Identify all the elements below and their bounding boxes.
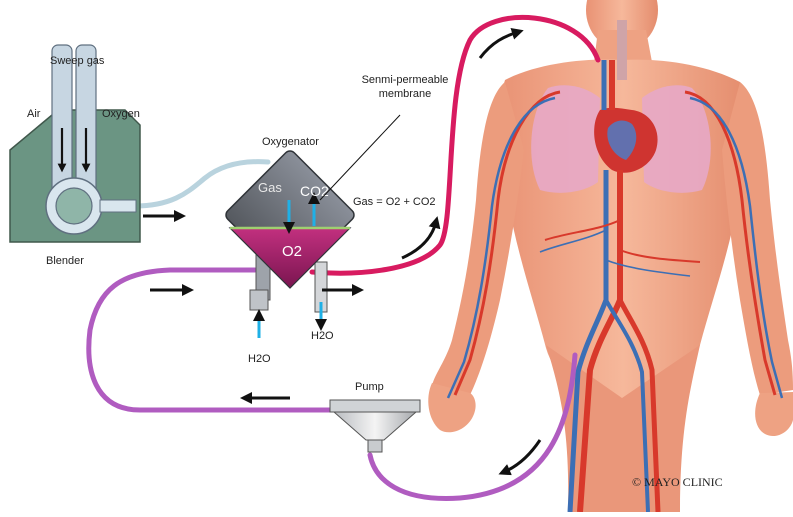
gas-formula-label: Gas = O2 + CO2	[353, 196, 436, 208]
blender-label: Blender	[46, 255, 84, 267]
pump-top	[329, 399, 421, 413]
oxygenator-device: Gas CO2 O2	[225, 150, 355, 313]
oxygen-label: Oxygen	[102, 108, 140, 120]
pump-to-oxygenator-tube	[86, 267, 335, 413]
drainage-curve-arrow	[498, 439, 542, 476]
right-arm-vein	[446, 96, 556, 399]
right-hand	[428, 383, 476, 433]
gas-blender	[9, 44, 141, 243]
trachea	[617, 20, 627, 80]
right-lung	[531, 85, 600, 193]
oxygenator-label: Oxygenator	[262, 136, 319, 148]
mixing-chamber-inner	[55, 187, 93, 225]
abdominal-veins	[539, 229, 691, 277]
membrane-label-line1: Senmi-permeable	[361, 74, 449, 86]
water-in-label: H2O	[248, 353, 271, 365]
return-curve-arrow	[401, 216, 441, 260]
sweep-gas-label: Sweep gas	[50, 55, 105, 67]
left-arm	[722, 82, 793, 395]
oxygenated-return-tube	[309, 14, 601, 276]
o2-label: O2	[282, 243, 302, 260]
top-curve-arrow	[478, 28, 524, 59]
human-body	[428, 0, 793, 513]
abdominal-arteries	[544, 219, 701, 263]
water-inlet-cap	[249, 289, 269, 311]
venous-drainage-tube	[367, 352, 578, 501]
blender-outlet	[99, 199, 137, 213]
water-out-label: H2O	[311, 330, 334, 342]
gas-label: Gas	[258, 180, 282, 195]
left-lung	[642, 85, 711, 193]
left-iliac-vein	[604, 299, 650, 513]
centrifugal-pump	[329, 399, 421, 453]
left-hand	[755, 392, 793, 437]
left-arm-vein	[689, 96, 784, 399]
right-iliac-artery	[617, 298, 661, 513]
air-label: Air	[27, 108, 41, 120]
copyright-notice: © MAYO CLINIC	[632, 475, 723, 489]
pump-body	[332, 411, 418, 441]
membrane-label-line2: membrane	[378, 88, 432, 100]
pump-inlet	[367, 439, 383, 453]
membrane-pointer-line	[319, 114, 401, 201]
right-arm	[432, 82, 524, 395]
pump-label: Pump	[355, 381, 384, 393]
heart-chambers	[607, 120, 637, 160]
co2-label: CO2	[300, 183, 329, 199]
sweep-gas-tube	[132, 159, 271, 209]
